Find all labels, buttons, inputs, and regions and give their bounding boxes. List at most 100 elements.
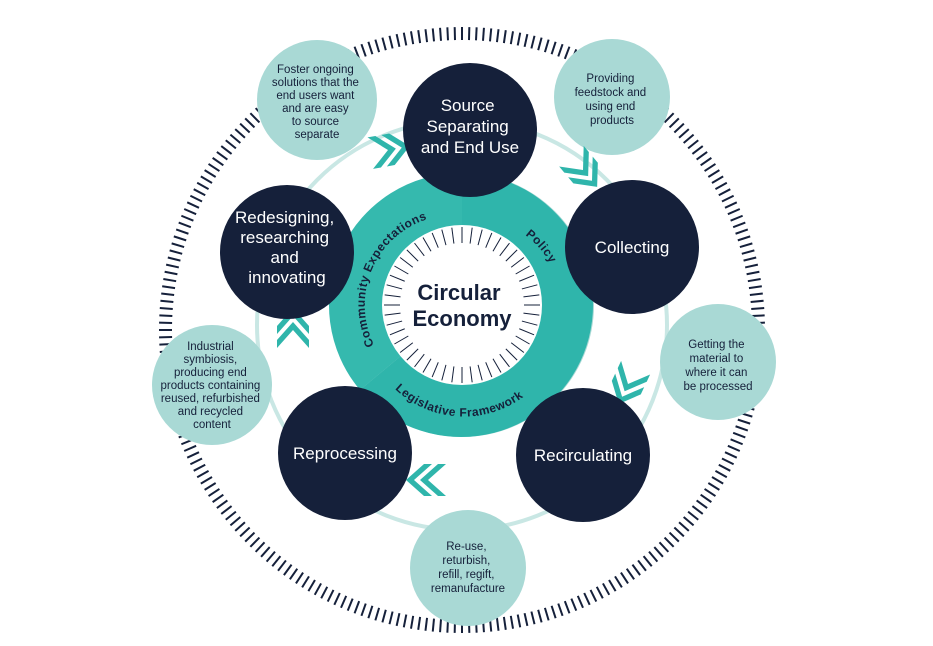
tick-mark bbox=[563, 600, 571, 614]
tick-mark bbox=[673, 122, 685, 134]
tick-mark bbox=[265, 551, 276, 563]
tick-mark bbox=[748, 285, 762, 290]
tick-mark bbox=[439, 619, 442, 633]
tick-mark bbox=[751, 314, 765, 317]
tick-mark bbox=[732, 431, 746, 439]
tick-mark bbox=[208, 488, 220, 497]
tick-mark bbox=[163, 278, 177, 283]
tick-mark bbox=[431, 28, 436, 42]
tick-mark bbox=[244, 531, 256, 543]
tick-mark bbox=[446, 27, 449, 41]
tick-mark bbox=[673, 526, 685, 538]
tick-mark bbox=[175, 228, 189, 235]
tick-mark bbox=[678, 521, 690, 532]
tick-mark bbox=[509, 615, 514, 629]
tick-mark bbox=[189, 194, 203, 203]
tick-mark bbox=[499, 353, 510, 368]
tick-mark bbox=[678, 128, 690, 139]
tick-mark bbox=[537, 609, 543, 623]
tick-mark bbox=[557, 603, 564, 617]
tick-mark bbox=[488, 28, 493, 42]
tick-mark bbox=[239, 122, 251, 134]
tick-mark bbox=[431, 232, 439, 248]
tick-mark bbox=[510, 257, 525, 268]
tick-mark bbox=[260, 546, 271, 558]
tick-mark bbox=[381, 37, 387, 51]
tick-mark bbox=[683, 516, 695, 527]
tick-mark bbox=[451, 366, 455, 383]
tick-mark bbox=[388, 35, 394, 49]
note-reuse: Re-use, returbish, refill, regift, reman… bbox=[410, 510, 526, 626]
tick-mark bbox=[648, 551, 659, 563]
svg-text:Source Separating: Source Separating and End Use bbox=[421, 96, 519, 157]
tick-mark bbox=[482, 27, 485, 41]
tick-mark bbox=[389, 274, 405, 282]
tick-mark bbox=[384, 312, 401, 316]
tick-mark bbox=[441, 229, 447, 246]
tick-mark bbox=[485, 232, 493, 248]
tick-mark bbox=[283, 564, 293, 576]
svg-text:Re-use, returbish,: Re-use, returbish, refill, regift, reman… bbox=[431, 541, 505, 595]
tick-mark bbox=[384, 294, 401, 298]
tick-mark bbox=[208, 163, 220, 172]
tick-mark bbox=[204, 482, 217, 491]
tick-mark bbox=[505, 348, 518, 361]
inner-tick-ring bbox=[384, 227, 540, 383]
tick-mark bbox=[583, 592, 591, 606]
tick-mark bbox=[395, 612, 401, 627]
tick-mark bbox=[602, 582, 611, 596]
core-title: Circular Economy bbox=[412, 280, 512, 331]
tick-mark bbox=[346, 598, 354, 612]
tick-mark bbox=[663, 536, 675, 548]
tick-mark bbox=[746, 270, 760, 276]
svg-text:Collecting: Collecting bbox=[595, 238, 670, 257]
tick-mark bbox=[700, 493, 712, 503]
tick-mark bbox=[164, 270, 178, 276]
svg-text:Industrial symbiosis,: Industrial symbiosis, producing end prod… bbox=[161, 341, 264, 431]
tick-mark bbox=[663, 112, 675, 124]
tick-mark bbox=[614, 575, 623, 588]
tick-mark bbox=[492, 358, 502, 373]
tick-mark bbox=[658, 541, 670, 553]
tick-mark bbox=[724, 451, 738, 459]
tick-mark bbox=[687, 510, 699, 521]
tick-mark bbox=[550, 41, 557, 55]
tick-mark bbox=[161, 292, 175, 297]
tick-mark bbox=[159, 314, 173, 317]
note-providing-feedstock: Providing feedstock and using end produc… bbox=[554, 39, 670, 155]
tick-mark bbox=[417, 616, 422, 630]
tick-mark bbox=[530, 35, 536, 49]
tick-mark bbox=[499, 242, 510, 257]
tick-mark bbox=[530, 611, 536, 625]
tick-mark bbox=[550, 605, 557, 619]
tick-mark bbox=[620, 572, 629, 584]
tick-mark bbox=[570, 598, 578, 612]
tick-mark bbox=[239, 526, 251, 538]
tick-mark bbox=[521, 320, 538, 326]
tick-mark bbox=[608, 579, 617, 592]
tick-mark bbox=[395, 33, 401, 48]
tick-mark bbox=[340, 595, 348, 609]
tick-mark bbox=[485, 362, 493, 378]
tick-mark bbox=[589, 589, 598, 603]
tick-mark bbox=[721, 194, 735, 203]
tick-mark bbox=[557, 43, 564, 57]
tick-mark bbox=[165, 263, 180, 269]
tick-mark bbox=[735, 228, 749, 235]
tick-mark bbox=[543, 39, 550, 53]
chevron-arrow-recirculating-to-reprocessing bbox=[406, 464, 446, 496]
tick-mark bbox=[216, 151, 228, 161]
stage-recirculating: Recirculating bbox=[516, 388, 650, 522]
tick-mark bbox=[410, 615, 415, 629]
tick-mark bbox=[477, 364, 483, 381]
tick-mark bbox=[399, 342, 414, 353]
tick-mark bbox=[523, 612, 529, 627]
tick-mark bbox=[249, 536, 261, 548]
tick-mark bbox=[386, 320, 403, 326]
tick-mark bbox=[700, 157, 712, 167]
tick-mark bbox=[521, 284, 538, 290]
tick-mark bbox=[718, 188, 731, 197]
tick-mark bbox=[414, 242, 425, 257]
tick-mark bbox=[730, 214, 744, 222]
core-disc bbox=[328, 172, 594, 437]
